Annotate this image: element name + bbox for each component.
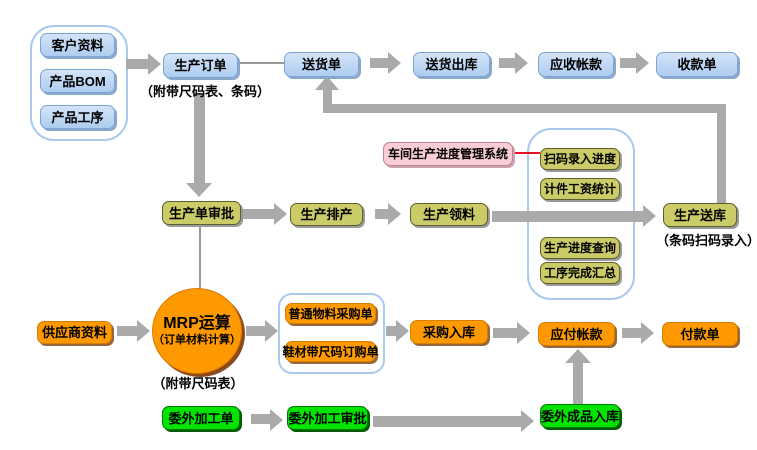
node-product-process: 产品工序 [40,105,115,129]
arrow-scheduling-to-picking [375,209,388,219]
node-production-order-approval: 生产单审批 [162,201,241,225]
node-customer-data: 客户资料 [40,33,115,57]
node-shoe-material-sized-po: 鞋材带尺码订购单 [283,341,379,362]
node-production-picking: 生产领料 [410,203,488,226]
arrowhead-outsourceorder-to-approval [270,409,283,431]
arrowhead-receivable-to-receipt [636,52,649,74]
arrowhead-deliverynote-to-outbound [388,52,401,74]
arrowhead-productionorder-to-approval [186,183,212,197]
arrow-purchaseorders-to-inbound [386,326,396,336]
node-production-to-warehouse: 生产送库 [663,203,737,227]
mrp-subtitle: （订单材料计算） [153,334,241,347]
node-purchase-inbound: 采购入库 [410,320,488,344]
node-production-progress-query: 生产进度查询 [540,237,620,259]
arrowhead-return-to-deliverynote [315,76,339,90]
node-delivery-outbound: 送货出库 [413,52,490,77]
arrowhead-mrp-to-purchaseorders [265,320,278,342]
node-outsource-approval: 委外加工审批 [287,406,368,430]
node-piecework-wage-stats: 计件工资统计 [540,178,620,200]
arrowhead-scheduling-to-picking [388,203,401,225]
caption-production-order-note: （附带尺码表、条码） [140,84,271,99]
node-outsource-finished-inbound: 委外成品入库 [540,404,620,428]
arrow-receivable-to-receipt [620,58,636,68]
line-productionorder-to-deliverynote [236,62,284,64]
arrow-outbound-to-receivable [499,58,515,68]
arrowhead-inbound-to-payable [517,322,530,344]
arrowhead-outsourceapproval-to-inbound [521,410,534,432]
arrow-picking-to-warehouse [492,211,643,222]
node-payment-note: 付款单 [662,322,738,346]
node-scan-entry-progress: 扫码录入进度 [540,148,620,170]
node-supplier-data: 供应商资料 [37,321,112,344]
node-process-completion-summary: 工序完成汇总 [540,262,620,284]
mrp-title: MRP运算 [163,315,231,333]
node-product-bom: 产品BOM [40,69,115,93]
node-production-scheduling: 生产排产 [290,203,363,226]
arrow-deliverynote-to-outbound [370,58,388,68]
node-mrp-calculation: MRP运算 （订单材料计算） [152,288,242,374]
caption-warehouse-barcode-note: （条码扫码录入） [656,233,757,248]
node-accounts-payable: 应付帐款 [538,322,615,346]
arrowhead-picking-to-warehouse [643,205,656,227]
return-line-vertical-left [323,90,332,104]
arrowhead-purchaseorders-to-inbound [396,320,409,342]
node-accounts-receivable: 应收帐款 [538,52,614,77]
node-production-order: 生产订单 [163,53,238,78]
arrow-outsourceorder-to-approval [251,414,270,424]
arrow-inbound-to-payable [493,328,517,338]
arrowhead-outsourceinbound-to-payable [565,349,591,363]
arrow-mrp-to-purchaseorders [246,326,265,336]
line-approval-to-mrp [199,224,201,289]
arrow-productionorder-to-approval [194,93,205,183]
node-receipt-note: 收款单 [656,52,738,77]
arrow-basicdata-to-productionorder [126,59,148,69]
arrow-outsourceapproval-to-inbound [373,416,521,427]
arrowhead-payable-to-payment [641,322,654,344]
arrow-supplier-to-mrp [117,326,137,336]
node-workshop-progress-system: 车间生产进度管理系统 [383,142,513,166]
arrow-outsourceinbound-to-payable [573,363,583,404]
return-line-vertical-right [717,104,726,204]
arrow-payable-to-payment [622,328,641,338]
caption-mrp-size-chart-note: （附带尺码表） [152,376,244,391]
line-workshopsystem-to-scanentry [511,152,540,154]
arrowhead-supplier-to-mrp [137,320,150,342]
arrowhead-approval-to-scheduling [274,203,287,225]
node-normal-material-po: 普通物料采购单 [285,303,376,324]
arrowhead-basicdata-to-productionorder [148,53,161,75]
arrow-approval-to-scheduling [243,209,274,219]
node-outsource-order: 委外加工单 [162,406,240,430]
return-line-horizontal [323,104,726,113]
node-delivery-note: 送货单 [284,52,359,77]
arrowhead-outbound-to-receivable [515,52,528,74]
